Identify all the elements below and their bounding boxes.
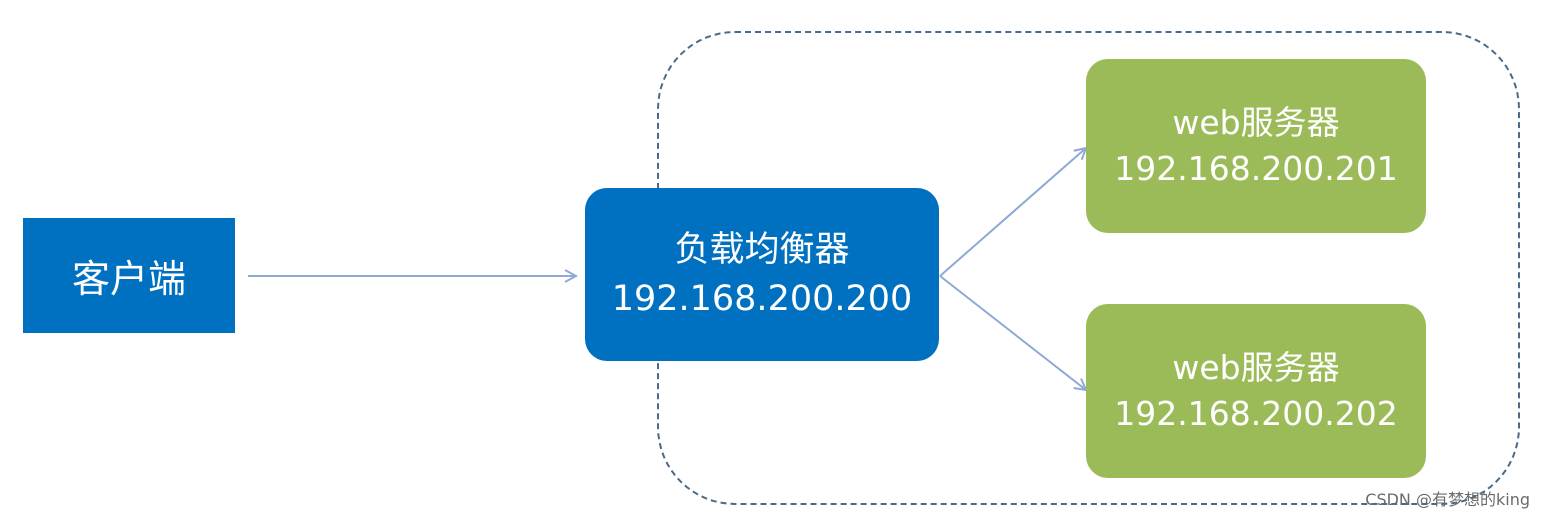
load-balancer-label: 负载均衡器 xyxy=(674,229,850,270)
client-label: 客户端 xyxy=(71,257,186,301)
arrow-lb-to-web1 xyxy=(939,148,1086,277)
web-server-node-1: web服务器 192.168.200.201 xyxy=(1086,59,1426,233)
web-server-node-2: web服务器 192.168.200.202 xyxy=(1086,304,1426,478)
watermark: CSDN @有梦想的king xyxy=(1365,490,1530,509)
load-balancer-ip: 192.168.200.200 xyxy=(611,278,913,319)
web-server-label: web服务器 xyxy=(1172,347,1340,387)
web-server-ip: 192.168.200.201 xyxy=(1114,149,1398,188)
load-balancer-node: 负载均衡器 192.168.200.200 xyxy=(585,188,939,361)
web-server-label: web服务器 xyxy=(1172,102,1340,142)
client-node: 客户端 xyxy=(23,218,235,333)
arrow-lb-to-web2 xyxy=(939,275,1086,390)
web-server-ip: 192.168.200.202 xyxy=(1114,394,1398,433)
